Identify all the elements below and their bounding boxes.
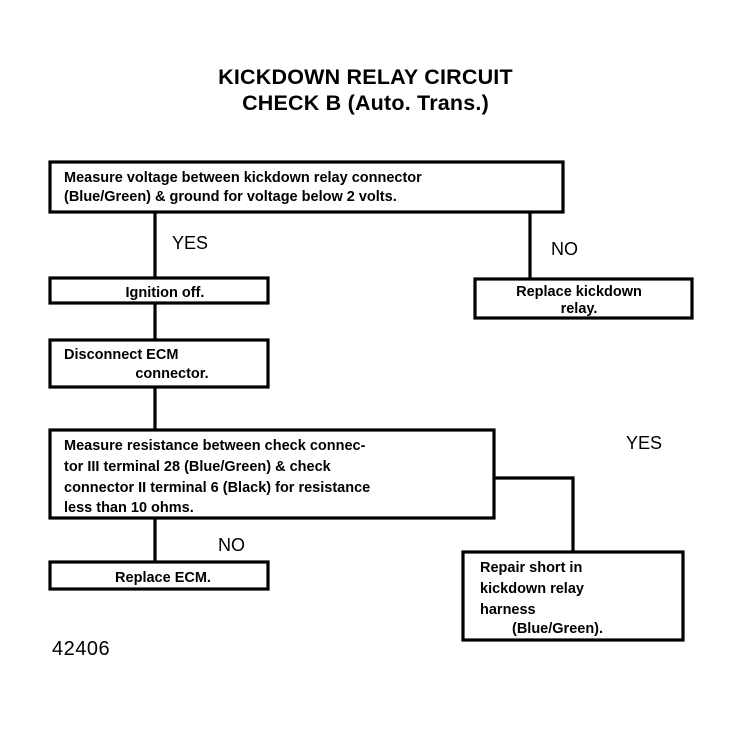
replace-ecm-box-outline: [48, 560, 270, 591]
measure-voltage-box-outline: [48, 160, 565, 214]
branch-label-yes-bottom: YES: [626, 433, 662, 453]
ignition-off-box: Ignition off.: [48, 276, 270, 305]
disconnect-ecm-line-2: connector.: [135, 366, 208, 382]
page-title: KICKDOWN RELAY CIRCUIT CHECK B (Auto. Tr…: [0, 64, 731, 116]
repair-short-line-2: kickdown relay: [480, 581, 584, 597]
measure-voltage-box: Measure voltage between kickdown relay c…: [48, 160, 565, 214]
measure-resistance-line-3: connector II terminal 6 (Black) for resi…: [64, 480, 370, 496]
replace-kickdown-relay-box-outline: [473, 277, 694, 320]
repair-short-box-outline: [461, 550, 685, 642]
branch-label-no-top: NO: [551, 239, 578, 259]
title-line-2: CHECK B (Auto. Trans.): [242, 91, 489, 115]
repair-short-box: Repair short in kickdown relay harness (…: [461, 550, 685, 642]
measure-voltage-line-2: (Blue/Green) & ground for voltage below …: [64, 189, 397, 205]
replace-ecm-box: Replace ECM.: [48, 560, 270, 591]
title-line-1: KICKDOWN RELAY CIRCUIT: [218, 65, 513, 89]
disconnect-ecm-line-1: Disconnect ECM: [64, 347, 178, 363]
ignition-off-box-outline: [48, 276, 270, 305]
replace-kickdown-relay-line-1: Replace kickdown: [516, 284, 642, 300]
measure-resistance-line-1: Measure resistance between check connec-: [64, 438, 366, 454]
replace-kickdown-relay-line-2: relay.: [561, 301, 598, 317]
measure-resistance-line-2: tor III terminal 28 (Blue/Green) & check: [64, 459, 332, 475]
measure-voltage-line-1: Measure voltage between kickdown relay c…: [64, 170, 422, 186]
measure-resistance-box: Measure resistance between check connec-…: [48, 428, 496, 520]
branch-label-no-bottom: NO: [218, 535, 245, 555]
ignition-off-line-1: Ignition off.: [126, 285, 205, 301]
measure-resistance-line-4: less than 10 ohms.: [64, 500, 194, 516]
replace-kickdown-relay-box: Replace kickdown relay.: [473, 277, 694, 320]
replace-ecm-line-1: Replace ECM.: [115, 570, 211, 586]
connector-yes-bottom: [494, 476, 575, 552]
disconnect-ecm-box-outline: [48, 338, 270, 389]
repair-short-line-4: (Blue/Green).: [512, 621, 603, 637]
branch-label-yes-top: YES: [172, 233, 208, 253]
repair-short-line-3: harness: [480, 602, 536, 618]
disconnect-ecm-box: Disconnect ECM connector.: [48, 338, 270, 389]
repair-short-line-1: Repair short in: [480, 560, 582, 576]
figure-number: 42406: [52, 638, 111, 660]
measure-resistance-box-outline: [48, 428, 496, 520]
